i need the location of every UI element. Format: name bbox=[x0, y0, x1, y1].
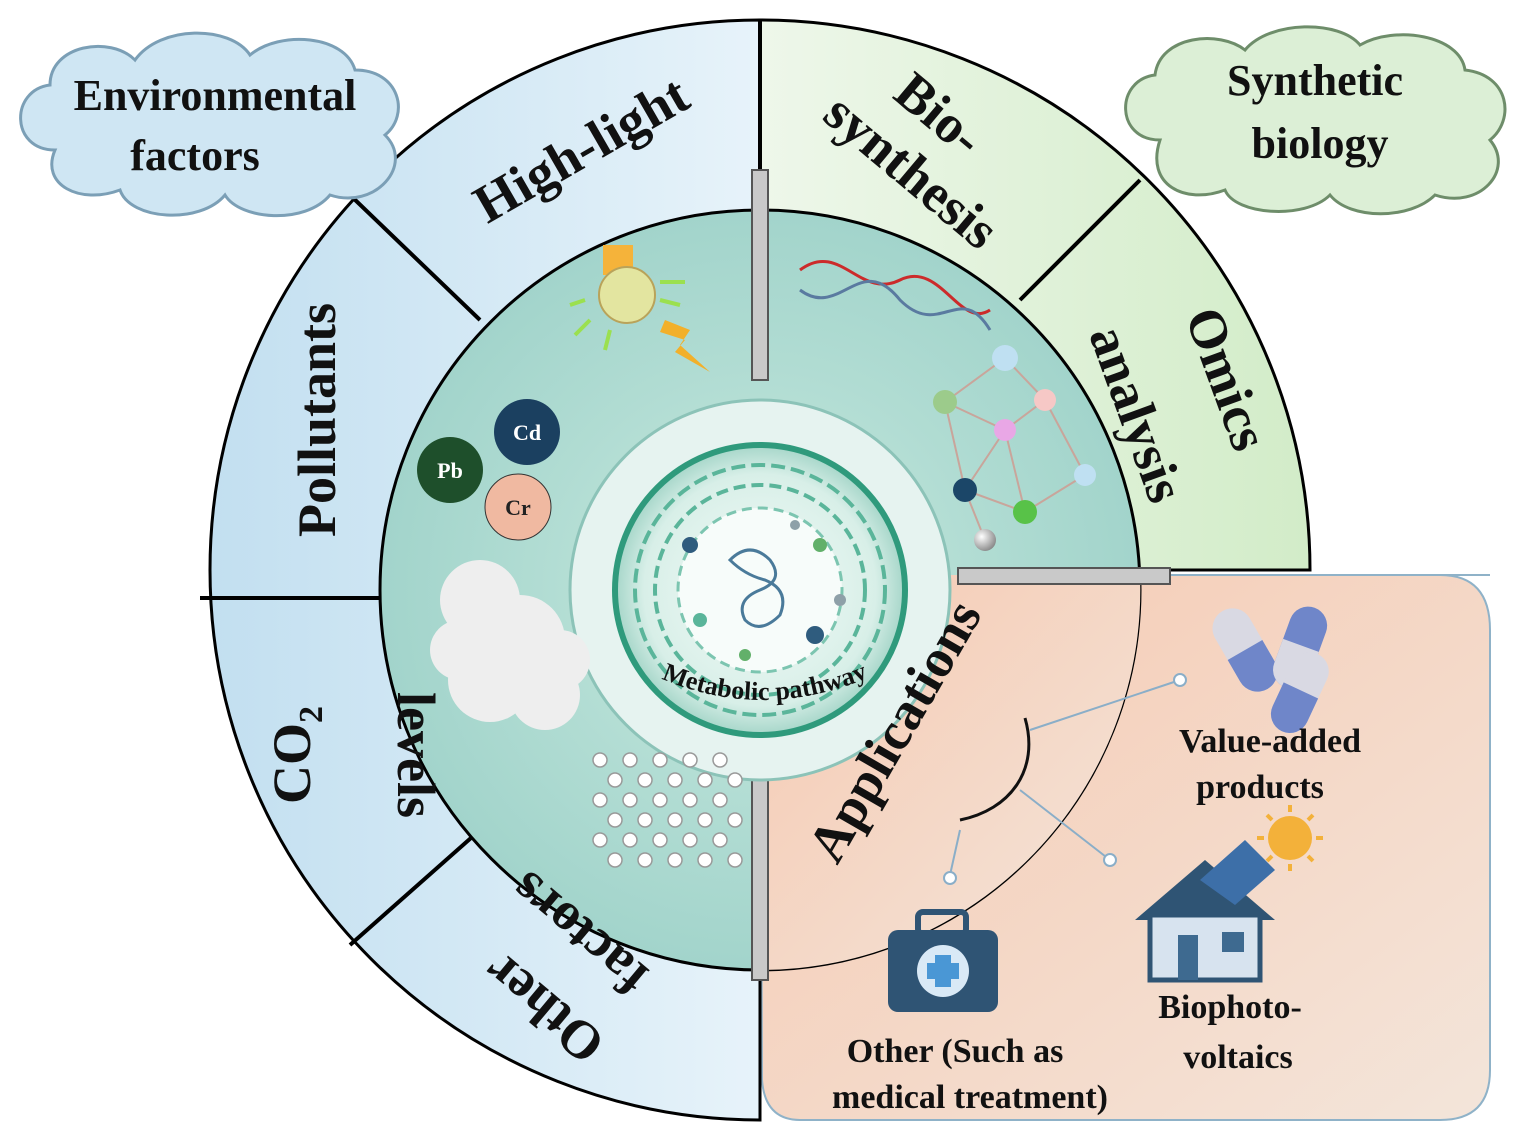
separator-bar-bottom bbox=[751, 764, 769, 981]
cloud-environmental-line2: factors bbox=[130, 131, 260, 180]
application-connectors bbox=[943, 673, 1187, 885]
metal-pb: Pb bbox=[437, 458, 463, 483]
particle-dot bbox=[697, 772, 713, 788]
label-levels: levels bbox=[386, 692, 446, 818]
particle-dot bbox=[607, 812, 623, 828]
app-other-line1: Other (Such as bbox=[847, 1033, 1064, 1070]
particle-dot bbox=[667, 852, 683, 868]
cr-circle bbox=[484, 473, 552, 541]
app-value-line1: Value-added bbox=[1179, 723, 1361, 760]
particle-dot bbox=[592, 832, 608, 848]
svg-text:CO2: CO2 bbox=[262, 706, 330, 804]
cloud-synthetic-line2: biology bbox=[1252, 119, 1389, 168]
label-co2: CO2 bbox=[262, 706, 330, 804]
cloud-environmental-line1: Environmental bbox=[74, 71, 357, 120]
label-pollutants: Pollutants bbox=[287, 303, 347, 537]
capsule-icon bbox=[1212, 606, 1329, 733]
metal-cr: Cr bbox=[505, 495, 531, 520]
house-solar-icon bbox=[1135, 840, 1275, 983]
particle-dot bbox=[682, 752, 698, 768]
app-bio-line1: Biophoto- bbox=[1158, 989, 1302, 1026]
cloud-synthetic-line1: Synthetic bbox=[1227, 56, 1403, 105]
particle-dot bbox=[712, 832, 728, 848]
smoke-cloud-icon bbox=[430, 560, 590, 730]
cloud-synthetic bbox=[1124, 25, 1507, 216]
particle-dot bbox=[712, 752, 728, 768]
sun-icon bbox=[1257, 805, 1323, 871]
cd-circle bbox=[494, 399, 560, 465]
co2-main: CO bbox=[262, 723, 322, 804]
particle-dot bbox=[667, 812, 683, 828]
particle-dot bbox=[682, 792, 698, 808]
ring-dividers bbox=[200, 20, 1142, 947]
app-other-line2: medical treatment) bbox=[832, 1079, 1108, 1116]
separator-bar-right bbox=[957, 567, 1171, 585]
particle-dot bbox=[652, 832, 668, 848]
particle-dot bbox=[652, 792, 668, 808]
particle-dot bbox=[712, 792, 728, 808]
particle-dot bbox=[727, 812, 743, 828]
particle-dot bbox=[607, 852, 623, 868]
co2-sub: 2 bbox=[293, 706, 330, 723]
metal-cd: Cd bbox=[513, 420, 541, 445]
network-icon bbox=[933, 345, 1096, 551]
bulb-icon bbox=[569, 245, 685, 351]
particle-dot bbox=[622, 832, 638, 848]
cell-icon bbox=[568, 398, 952, 782]
particle-dot bbox=[637, 772, 653, 788]
particle-dot bbox=[622, 752, 638, 768]
cloud-environmental bbox=[19, 31, 400, 218]
particle-dot bbox=[682, 832, 698, 848]
pollutant-metals bbox=[417, 399, 560, 541]
medical-kit-icon bbox=[888, 909, 998, 1012]
particle-dot bbox=[637, 812, 653, 828]
separator-bar-top bbox=[751, 169, 769, 381]
particle-dot bbox=[592, 752, 608, 768]
particle-dot bbox=[607, 772, 623, 788]
particle-dot bbox=[697, 812, 713, 828]
particle-dot bbox=[652, 752, 668, 768]
pb-circle bbox=[417, 437, 483, 503]
particle-dot bbox=[727, 772, 743, 788]
lightning-icon bbox=[660, 320, 710, 372]
particle-dot bbox=[697, 852, 713, 868]
particle-dot bbox=[622, 792, 638, 808]
app-value-line2: products bbox=[1196, 769, 1324, 806]
particles-icon bbox=[592, 752, 743, 868]
particle-dot bbox=[637, 852, 653, 868]
particle-dot bbox=[727, 852, 743, 868]
app-bio-line2: voltaics bbox=[1183, 1039, 1293, 1076]
particle-dot bbox=[592, 792, 608, 808]
dna-icon bbox=[799, 260, 992, 331]
particle-dot bbox=[667, 772, 683, 788]
